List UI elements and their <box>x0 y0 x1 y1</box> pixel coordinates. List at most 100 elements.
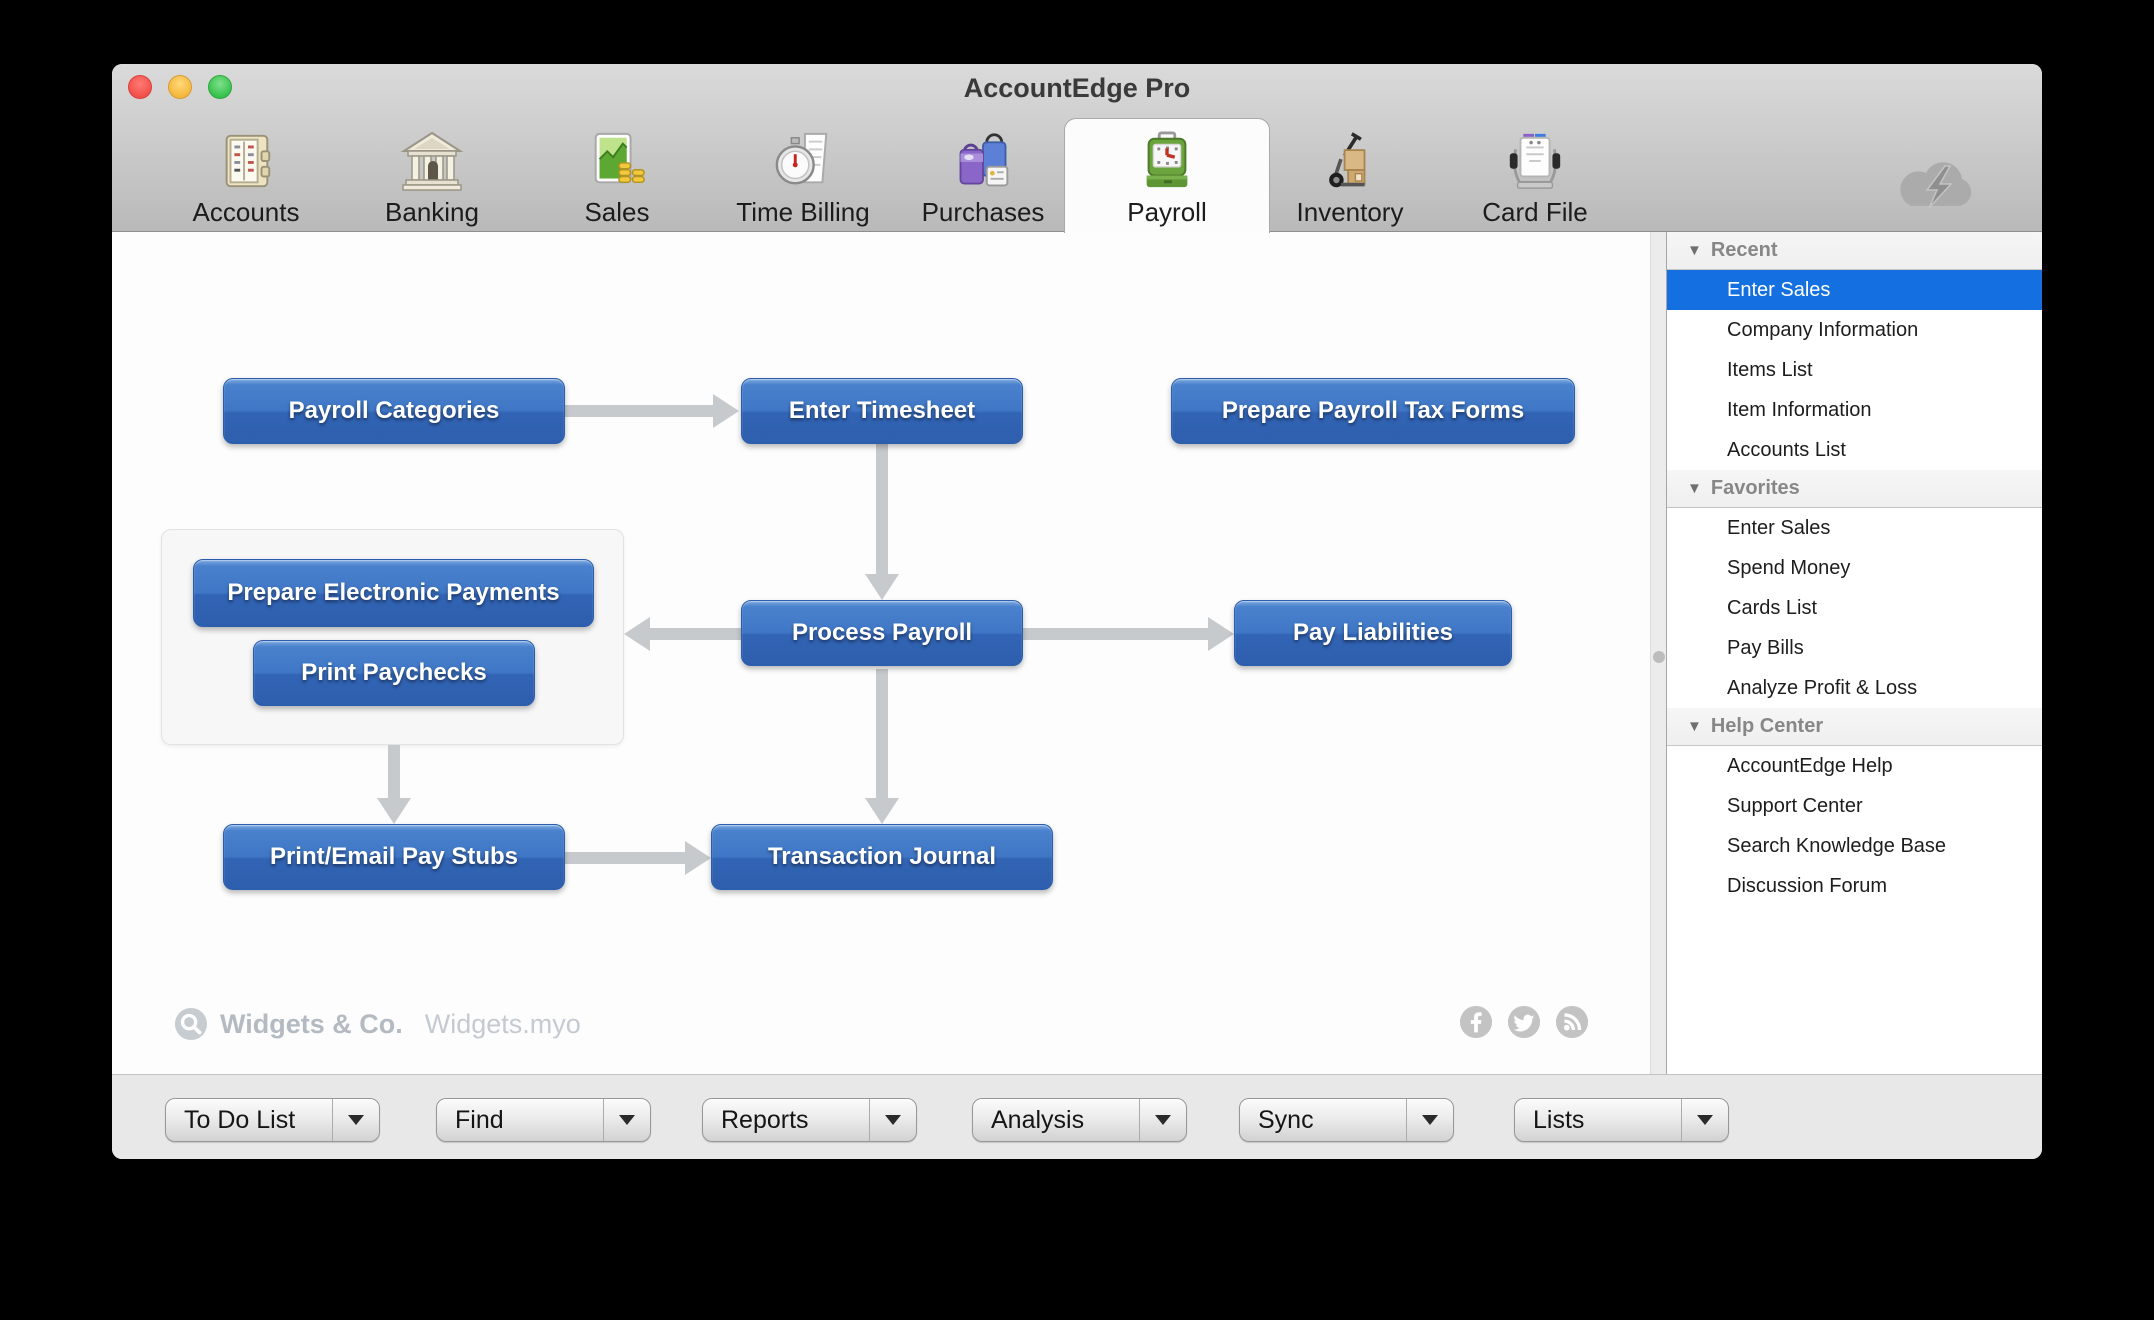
arrow-categories-to-timesheet <box>565 405 715 417</box>
arrow-paystubs-to-journal <box>565 852 685 864</box>
sidebar-item-accountedge-help[interactable]: AccountEdge Help <box>1727 755 1893 777</box>
arrowhead <box>1208 617 1234 651</box>
sidebar-item-spend-money[interactable]: Spend Money <box>1727 557 1851 579</box>
toolbar-label: Accounts <box>192 197 300 227</box>
dropdown-arrow[interactable] <box>870 1099 916 1141</box>
sidebar-item-cards-list[interactable]: Cards List <box>1727 597 1818 619</box>
sidebar-item-item-information[interactable]: Item Information <box>1727 399 1872 421</box>
arrowhead <box>377 798 411 824</box>
arrow-timesheet-to-process <box>876 444 888 574</box>
toolbar-label: Payroll <box>1127 197 1207 227</box>
chevron-down-icon <box>619 1115 635 1125</box>
sidebar-item-enter-sales[interactable]: Enter Sales <box>1667 270 2042 310</box>
lists-button[interactable]: Lists <box>1514 1098 1729 1142</box>
chevron-down-icon <box>1155 1115 1171 1125</box>
node-print-paychecks[interactable]: Print Paychecks <box>253 640 535 706</box>
company-file-name: Widgets.myo <box>424 1008 581 1039</box>
sidebar-item-items-list[interactable]: Items List <box>1727 359 1813 381</box>
arrowhead <box>865 574 899 600</box>
rss-icon[interactable] <box>1555 1005 1589 1039</box>
rolodex-icon <box>1450 122 1620 194</box>
close-button[interactable] <box>128 75 152 99</box>
chevron-down-icon: ▼ <box>1687 718 1702 735</box>
toolbar-item-inventory[interactable]: Inventory <box>1265 122 1435 228</box>
sidebar-item-search-knowledge-base[interactable]: Search Knowledge Base <box>1727 835 1947 857</box>
node-enter-timesheet[interactable]: Enter Timesheet <box>741 378 1023 444</box>
analysis-button[interactable]: Analysis <box>972 1098 1187 1142</box>
dropdown-arrow[interactable] <box>604 1099 650 1141</box>
sidebar-item-support-center[interactable]: Support Center <box>1727 795 1863 817</box>
app-window: AccountEdge Pro <box>112 64 2042 1159</box>
toolbar-item-purchases[interactable]: Purchases <box>898 122 1068 228</box>
toolbar-item-card-file[interactable]: Card File <box>1450 122 1620 228</box>
shortcuts-sidebar: ▼ Recent Enter Sales Company Information… <box>1666 232 2042 1074</box>
toolbar-item-banking[interactable]: Banking <box>347 122 517 228</box>
minimize-button[interactable] <box>168 75 192 99</box>
toolbar-item-accounts[interactable]: Accounts <box>161 122 331 228</box>
sync-button[interactable]: Sync <box>1239 1098 1454 1142</box>
dropdown-arrow[interactable] <box>333 1099 379 1141</box>
sidebar-item-analyze-profit-loss[interactable]: Analyze Profit & Loss <box>1727 677 1918 699</box>
social-links <box>1459 1005 1589 1039</box>
shopping-bags-icon <box>898 122 1068 194</box>
sidebar-item-company-information[interactable]: Company Information <box>1727 319 1919 341</box>
twitter-icon[interactable] <box>1507 1005 1541 1039</box>
hand-truck-icon <box>1265 122 1435 194</box>
arrow-process-to-journal <box>876 669 888 798</box>
sidebar-item-discussion-forum[interactable]: Discussion Forum <box>1727 875 1888 897</box>
sidebar-item-pay-bills[interactable]: Pay Bills <box>1727 637 1804 659</box>
main-canvas: Payroll Categories Enter Timesheet Prepa… <box>112 232 1650 1074</box>
sidebar-section-favorites[interactable]: ▼ Favorites <box>1667 470 2042 508</box>
find-button[interactable]: Find <box>436 1098 651 1142</box>
splitter-handle[interactable] <box>1653 651 1665 663</box>
arrowhead <box>713 394 739 428</box>
toolbar-label: Card File <box>1482 197 1588 227</box>
node-payroll-categories[interactable]: Payroll Categories <box>223 378 565 444</box>
sidebar-section-help-center[interactable]: ▼ Help Center <box>1667 708 2042 746</box>
sidebar-item-accounts-list[interactable]: Accounts List <box>1727 439 1846 461</box>
chevron-down-icon <box>885 1115 901 1125</box>
node-pay-liabilities[interactable]: Pay Liabilities <box>1234 600 1512 666</box>
cloud-sync-icon[interactable] <box>1887 154 1982 221</box>
toolbar-label: Inventory <box>1296 197 1404 227</box>
sidebar-section-recent[interactable]: ▼ Recent <box>1667 232 2042 270</box>
toolbar-item-sales[interactable]: Sales <box>532 122 702 228</box>
reports-button[interactable]: Reports <box>702 1098 917 1142</box>
dropdown-arrow[interactable] <box>1407 1099 1453 1141</box>
node-prepare-electronic-payments[interactable]: Prepare Electronic Payments <box>193 559 594 627</box>
arrow-process-to-payments <box>650 628 741 640</box>
window-header: AccountEdge Pro <box>112 64 2042 233</box>
chart-coins-icon <box>532 122 702 194</box>
node-transaction-journal[interactable]: Transaction Journal <box>711 824 1053 890</box>
node-prepare-payroll-tax-forms[interactable]: Prepare Payroll Tax Forms <box>1171 378 1575 444</box>
chevron-down-icon: ▼ <box>1687 480 1702 497</box>
company-file-status[interactable]: Widgets & Co. Widgets.myo <box>174 1007 581 1041</box>
node-process-payroll[interactable]: Process Payroll <box>741 600 1023 666</box>
arrowhead <box>624 617 650 651</box>
facebook-icon[interactable] <box>1459 1005 1493 1039</box>
node-print-email-pay-stubs[interactable]: Print/Email Pay Stubs <box>223 824 565 890</box>
toolbar-label: Banking <box>385 197 479 227</box>
dropdown-arrow[interactable] <box>1140 1099 1186 1141</box>
traffic-lights <box>128 75 232 99</box>
chevron-down-icon: ▼ <box>1687 242 1702 259</box>
toolbar-item-time-billing[interactable]: Time Billing <box>718 122 888 228</box>
ledger-icon <box>161 122 331 194</box>
arrow-process-to-liabilities <box>1023 628 1208 640</box>
zoom-button[interactable] <box>208 75 232 99</box>
chevron-down-icon <box>1697 1115 1713 1125</box>
sidebar-item-enter-sales-fav[interactable]: Enter Sales <box>1727 517 1831 539</box>
search-circle-icon <box>174 1007 208 1041</box>
window-title: AccountEdge Pro <box>963 73 1191 103</box>
to-do-list-button[interactable]: To Do List <box>165 1098 380 1142</box>
pane-splitter[interactable] <box>1650 232 1666 1074</box>
toolbar-label: Purchases <box>921 197 1045 227</box>
arrowhead <box>865 798 899 824</box>
company-name: Widgets & Co. <box>220 1008 403 1039</box>
toolbar-label: Sales <box>584 197 650 227</box>
arrow-group-to-paystubs <box>388 745 400 798</box>
toolbar-item-payroll[interactable]: Payroll <box>1082 122 1252 228</box>
recent-items: Enter Sales Company Information Items Li… <box>1667 270 2042 470</box>
dropdown-arrow[interactable] <box>1682 1099 1728 1141</box>
